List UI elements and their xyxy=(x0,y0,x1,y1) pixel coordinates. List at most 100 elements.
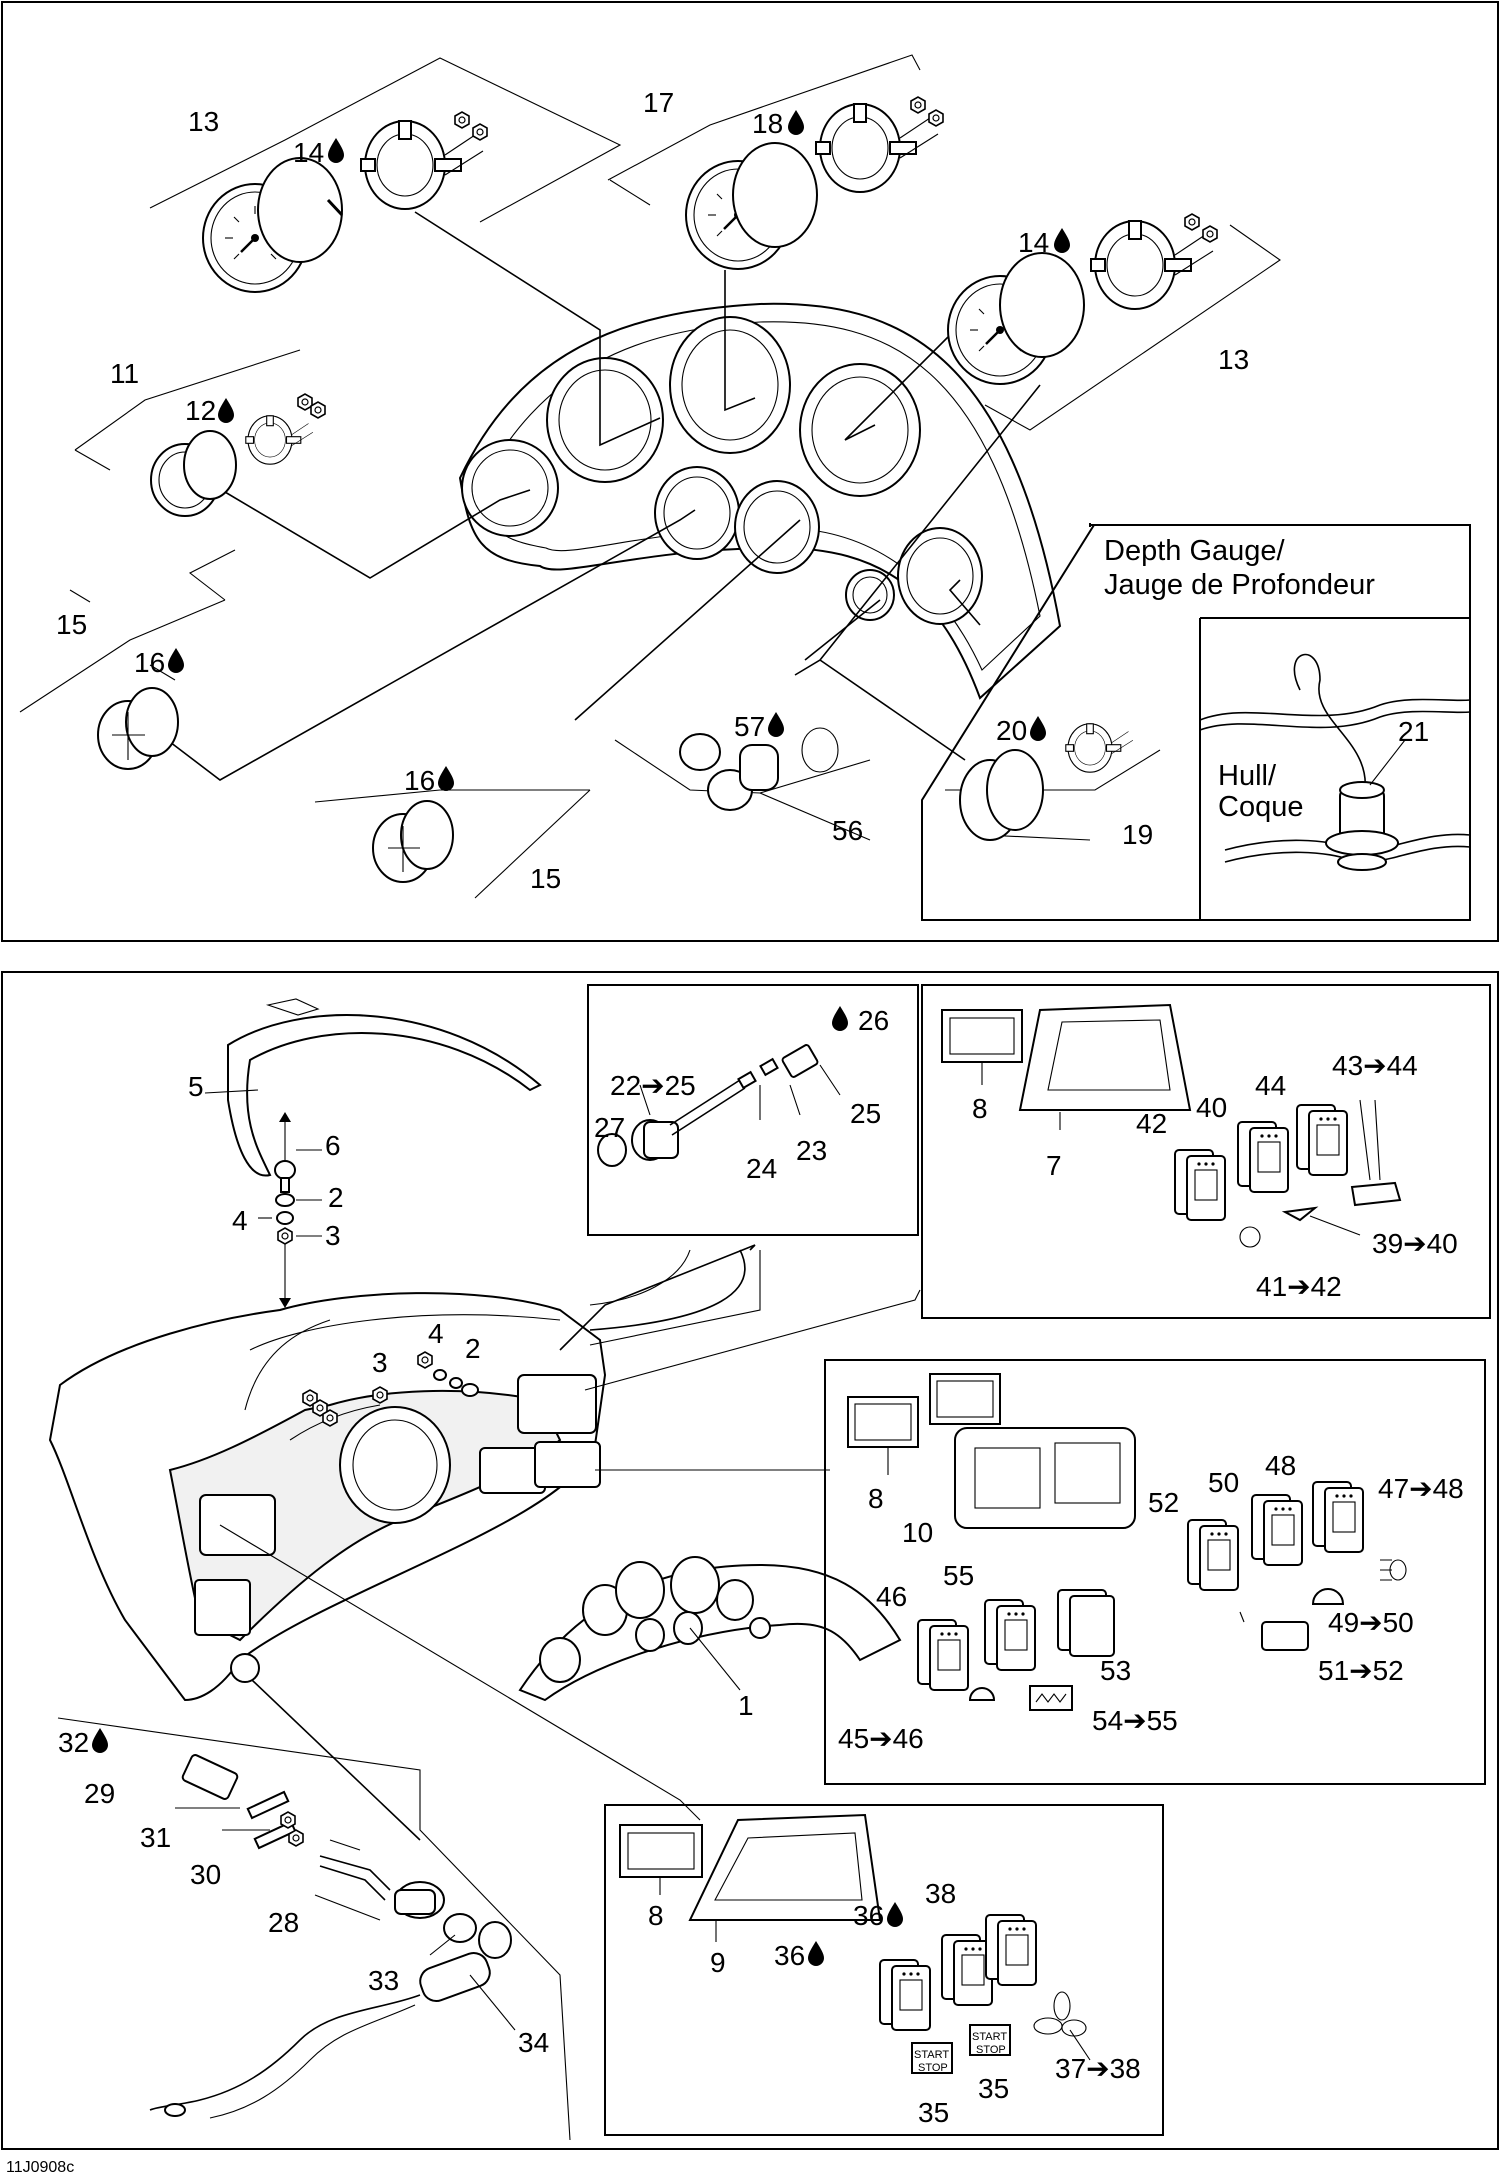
callout-43-44: 43➔44 xyxy=(1332,1050,1418,1081)
callout-35-right: 35 xyxy=(978,2073,1009,2104)
callout-47-48: 47➔48 xyxy=(1378,1473,1464,1504)
callout-8-bottom: 8 xyxy=(648,1900,664,1931)
callout-9: 9 xyxy=(710,1947,726,1978)
callout-57: 57 xyxy=(734,711,765,742)
callout-5: 5 xyxy=(188,1071,204,1102)
box-items-7-8-39-44 xyxy=(921,984,1491,1319)
callout-26: 26 xyxy=(858,1005,889,1036)
callout-41-42: 41➔42 xyxy=(1256,1271,1342,1302)
callout-38: 38 xyxy=(925,1878,956,1909)
box-items-8-10-45-55 xyxy=(824,1359,1486,1785)
depth-transducer xyxy=(1199,653,1471,871)
callout-11: 11 xyxy=(110,358,139,389)
callout-36-left: 36 xyxy=(774,1940,805,1971)
callout-19: 19 xyxy=(1122,819,1153,850)
callout-28: 28 xyxy=(268,1907,299,1938)
callout-36-right: 36 xyxy=(853,1900,884,1931)
hull-label-line1: Hull/ xyxy=(1218,760,1277,792)
gauge-panel-item-1 xyxy=(518,1556,902,1702)
callout-32: 32 xyxy=(58,1727,89,1758)
callout-8-top: 8 xyxy=(972,1093,988,1124)
callout-56: 56 xyxy=(832,815,863,846)
depth-inset-outline xyxy=(921,524,1471,921)
callout-4-console: 4 xyxy=(428,1318,444,1349)
gauge-item-16-upper xyxy=(19,549,236,770)
drop-icon xyxy=(768,712,784,737)
callout-2-stack: 2 xyxy=(328,1182,344,1213)
drop-icon xyxy=(788,110,804,135)
start-label-right: START xyxy=(972,2031,1007,2043)
drop-icon xyxy=(92,1728,108,1753)
callout-23: 23 xyxy=(796,1135,827,1166)
callout-42-top: 42 xyxy=(1136,1108,1167,1139)
callout-20: 20 xyxy=(996,715,1027,746)
callout-40-top: 40 xyxy=(1196,1092,1227,1123)
callout-17: 17 xyxy=(643,87,674,118)
callout-3-console: 3 xyxy=(372,1347,388,1378)
drop-icon xyxy=(887,1902,903,1927)
callout-16-lower: 16 xyxy=(404,765,435,796)
gauge-panel xyxy=(458,302,1062,700)
stop-label-right: STOP xyxy=(976,2044,1006,2056)
callout-8-mid: 8 xyxy=(868,1483,884,1514)
callouts-top: 13 14 17 18 14 13 11 12 15 16 16 15 57 5… xyxy=(56,87,1429,894)
drop-icon xyxy=(438,766,454,791)
callout-37-38: 37➔38 xyxy=(1055,2053,1141,2084)
callout-15-lower: 15 xyxy=(530,863,561,894)
callout-50: 50 xyxy=(1208,1467,1239,1498)
callout-21: 21 xyxy=(1398,716,1429,747)
callout-49-50: 49➔50 xyxy=(1328,1607,1414,1638)
callout-14-right: 14 xyxy=(1018,227,1049,258)
callout-31: 31 xyxy=(140,1822,171,1853)
callout-22-25: 22➔25 xyxy=(610,1070,696,1101)
callout-24: 24 xyxy=(746,1153,777,1184)
callout-4-stack: 4 xyxy=(232,1205,248,1236)
callout-53: 53 xyxy=(1100,1655,1131,1686)
console-housing xyxy=(48,1292,607,1702)
gauge-item-20 xyxy=(945,723,1161,841)
gauge-item-14-left xyxy=(149,57,622,294)
callout-30: 30 xyxy=(190,1859,221,1890)
callout-25: 25 xyxy=(850,1098,881,1129)
callout-27: 27 xyxy=(594,1112,625,1143)
callout-34: 34 xyxy=(518,2027,549,2058)
callout-35-left: 35 xyxy=(918,2097,949,2128)
callout-3-stack: 3 xyxy=(325,1220,341,1251)
ignition-parts xyxy=(57,1717,571,2141)
fan-icon xyxy=(1033,1991,1087,2037)
callout-52: 52 xyxy=(1148,1487,1179,1518)
bottom-section-frame xyxy=(1,971,1499,2150)
gauge-item-16-lower xyxy=(314,789,591,899)
box-items-8-9-35-38: START STOP START STOP xyxy=(604,1804,1164,2136)
fastener-stack xyxy=(258,1112,322,1308)
callout-7: 7 xyxy=(1046,1150,1062,1181)
gauge-item-12 xyxy=(74,349,326,517)
drop-icon xyxy=(1030,716,1046,741)
callout-16-upper: 16 xyxy=(134,647,165,678)
leader-lines-bottom xyxy=(219,1244,921,1841)
callout-12: 12 xyxy=(185,395,216,426)
callout-44-top: 44 xyxy=(1255,1070,1286,1101)
callout-48: 48 xyxy=(1265,1450,1296,1481)
callout-39-40: 39➔40 xyxy=(1372,1228,1458,1259)
depth-gauge-title-line1: Depth Gauge/ xyxy=(1104,535,1286,567)
callout-18: 18 xyxy=(752,108,783,139)
depth-gauge-title-line2: Jauge de Profondeur xyxy=(1104,569,1375,601)
callout-2-console: 2 xyxy=(465,1333,481,1364)
stop-label-left: STOP xyxy=(918,2062,948,2074)
drawing-code: 11J0908c xyxy=(6,2159,74,2176)
drop-icon xyxy=(168,648,184,673)
callout-13-left: 13 xyxy=(188,106,219,137)
drop-icon xyxy=(218,398,234,423)
top-section-frame xyxy=(1,1,1499,942)
start-label-left: START xyxy=(914,2049,949,2061)
callout-14-left: 14 xyxy=(293,137,324,168)
callouts-bottom: 5 6 2 4 3 3 4 2 1 26 22➔25 27 25 24 23 8… xyxy=(58,1005,1464,2128)
gauge-item-14-right xyxy=(946,213,1281,431)
drop-icon xyxy=(1054,228,1070,253)
callout-55: 55 xyxy=(943,1560,974,1591)
drop-icon xyxy=(328,138,344,163)
callout-6: 6 xyxy=(325,1130,341,1161)
hull-label-line2: Coque xyxy=(1218,791,1303,823)
